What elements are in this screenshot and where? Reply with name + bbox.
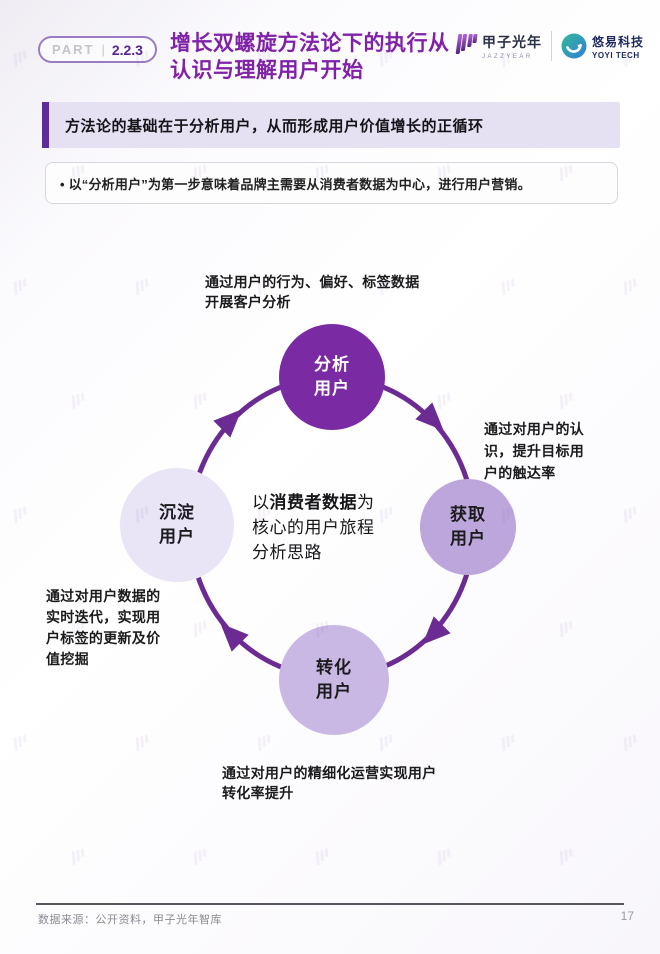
jazzyear-sub: JAZZYEAR [481, 54, 533, 60]
jazzyear-wordmark: 甲子光年 JAZZYEAR [482, 32, 542, 60]
part-badge: PART | 2.2.3 [38, 36, 157, 63]
yoyi-sub: YOYI TECH [591, 50, 640, 60]
diagram-center-text: 以消费者数据为 核心的用户旅程 分析思路 [252, 490, 375, 565]
bullet-box: • 以“分析用户”为第一步意味着品牌主需要从消费者数据为中心，进行用户营销。 [45, 162, 618, 204]
annotation-analyze: 通过用户的行为、偏好、标签数据 开展客户分析 [205, 274, 420, 310]
user-cycle-diagram: 分析 用户 获取 用户 转化 用户 沉淀 用户 通过用户的行为、偏好、标签数据 … [0, 250, 660, 850]
node-retain-user: 沉淀 用户 [120, 468, 234, 582]
yoyi-logo: 悠易科技 YOYI TECH [561, 33, 644, 60]
header-logos: 甲子光年 JAZZYEAR 悠易科技 YOYI TECH [455, 31, 644, 61]
data-source-note: 数据来源：公开资料，甲子光年智库 [38, 914, 222, 926]
arrow-bottom-right-icon [422, 616, 451, 645]
center-prefix: 以 [252, 493, 270, 512]
part-label: PART [52, 42, 95, 57]
center-suffix: 为 核心的用户旅程 分析思路 [252, 493, 375, 562]
watermark-icon [314, 848, 330, 866]
page-number: 17 [620, 909, 634, 923]
annotation-acquire: 通过对用户的认 识，提升目标用 户的触达率 [484, 421, 585, 481]
arrow-top-left-icon [213, 409, 242, 438]
arrow-bottom-left-icon [220, 623, 249, 652]
section-banner: 方法论的基础在于分析用户，从而形成用户价值增长的正循环 [42, 102, 620, 148]
node-acquire-user: 获取 用户 [420, 479, 516, 575]
page-title: 增长双螺旋方法论下的执行从 认识与理解用户开始 [170, 32, 450, 82]
watermark-icon [558, 848, 574, 866]
yoyi-wordmark: 悠易科技 YOYI TECH [592, 33, 644, 60]
arrow-top-right-icon [415, 402, 444, 431]
yoyi-swirl-icon [561, 33, 587, 59]
watermark-icon [192, 848, 208, 866]
logo-divider [550, 31, 552, 61]
jazzyear-name: 甲子光年 [481, 34, 542, 50]
annotation-convert: 通过对用户的精细化运营实现用户 转化率提升 [222, 765, 437, 801]
part-number: 2.2.3 [111, 41, 143, 58]
center-bold: 消费者数据 [269, 493, 357, 512]
jazzyear-bars-icon [455, 34, 478, 54]
node-convert-user: 转化 用户 [279, 625, 389, 735]
annotation-retain: 通过对用户数据的 实时迭代，实现用 户标签的更新及价 值挖掘 [46, 588, 161, 667]
yoyi-name: 悠易科技 [591, 34, 644, 49]
badge-separator: | [101, 42, 105, 57]
jazzyear-logo: 甲子光年 JAZZYEAR [455, 32, 542, 60]
watermark-icon [12, 50, 28, 68]
footer-divider [36, 903, 624, 905]
node-analyze-user: 分析 用户 [279, 324, 385, 430]
watermark-icon [436, 848, 452, 866]
watermark-icon [70, 848, 86, 866]
